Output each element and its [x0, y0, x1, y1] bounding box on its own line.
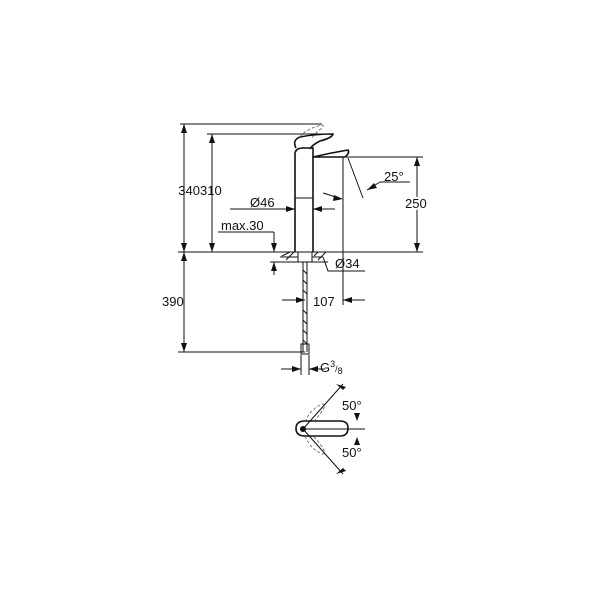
dimension-lines — [181, 124, 420, 375]
hose-length-label: 390 — [162, 294, 184, 309]
lever-handle — [293, 133, 335, 150]
extension-lines — [178, 123, 423, 353]
rotation-up-label: 50° — [342, 398, 362, 413]
body-diameter-label: Ø46 — [250, 195, 275, 210]
faucet-body — [293, 124, 350, 252]
spout-height-label: 250 — [405, 196, 427, 211]
projection-label: 107 — [313, 294, 335, 309]
connection-label: G3/8 — [320, 359, 343, 376]
mounting-shank — [281, 251, 328, 355]
total-height-label: 340 — [178, 183, 200, 198]
rotation-down-label: 50° — [342, 445, 362, 460]
handle-height-label: 310 — [200, 183, 222, 198]
hole-diameter-label: Ø34 — [335, 256, 360, 271]
handle-top-view — [295, 383, 365, 475]
spout-angle-label: 25° — [384, 169, 404, 184]
max-counter-thickness-label: max.30 — [221, 218, 264, 233]
